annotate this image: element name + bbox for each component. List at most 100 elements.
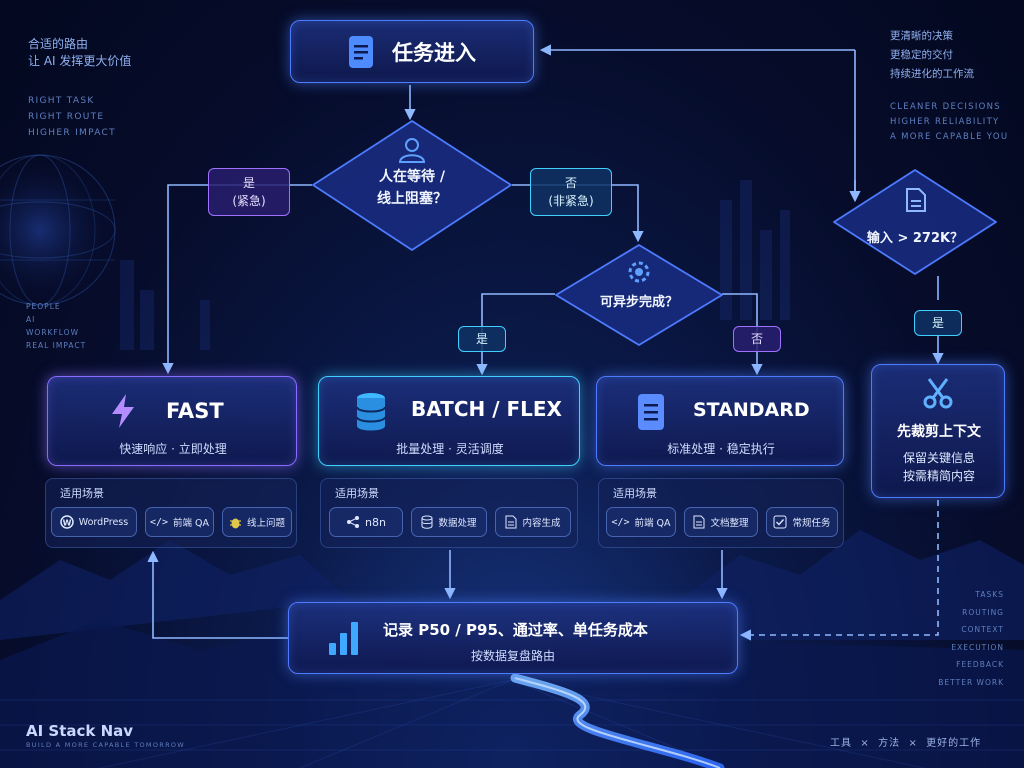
no-nonurgent-label: 否 (非紧急) [530, 168, 612, 216]
right-word: TASKS [975, 590, 1004, 599]
batch-scenes-label: 适用场景 [335, 487, 379, 500]
fast-title: FAST [166, 399, 224, 423]
chip-label: 文档整理 [710, 518, 749, 529]
batch-flex-subtitle: 批量处理 · 灵活调度 [396, 442, 504, 456]
right-words: TASKS ROUTING CONTEXT EXECUTION FEEDBACK… [900, 586, 1004, 691]
wordpress-icon: W [60, 515, 74, 529]
batch-flex-node: BATCH / FLEX 批量处理 · 灵活调度 [318, 376, 580, 466]
corner-tr-en-line: A MORE CAPABLE YOU [890, 132, 1009, 142]
brand-tagline: BUILD A MORE CAPABLE TOMORROW [26, 741, 186, 749]
decision-waiting-text: 人在等待 / 线上阻塞？ [330, 166, 494, 210]
file-small-icon [693, 515, 705, 529]
chip-routine-task: 常规任务 [766, 507, 838, 537]
left-word: AI [26, 315, 36, 324]
corner-tl-en-line: RIGHT TASK [28, 96, 95, 106]
record-metrics-subtitle: 按数据复盘路由 [470, 649, 555, 663]
decision-async-text: 可异步完成？ [599, 295, 678, 310]
scissors-icon [923, 378, 953, 409]
document-icon [638, 394, 664, 430]
chip-label: 常规任务 [792, 518, 831, 529]
record-metrics-node: 记录 P50 / P95、通过率、单任务成本 按数据复盘路由 [288, 602, 738, 674]
entry-title: 任务进入 [392, 40, 476, 65]
chip-label: 前端 QA [173, 518, 210, 529]
trim-context-line: 按需精简内容 [902, 469, 975, 483]
trim-context-title: 先裁剪上下文 [897, 424, 981, 440]
file-icon [906, 188, 926, 212]
chip-label: 内容生成 [522, 518, 561, 529]
chip-content-generation: 内容生成 [495, 507, 571, 537]
corner-tl-cn: 合适的路由 让 AI 发挥更大价值 [28, 36, 131, 70]
corner-tl-en-line: RIGHT ROUTE [28, 112, 105, 122]
code-icon: </> [611, 516, 630, 528]
record-metrics-title: 记录 P50 / P95、通过率、单任务成本 [383, 621, 648, 639]
corner-tr-cn-line: 持续进化的工作流 [890, 68, 974, 80]
trim-context-node: 先裁剪上下文 保留关键信息 按需精简内容 [871, 364, 1005, 498]
right-word: BETTER WORK [938, 677, 1004, 687]
chip-frontend-qa: </> 前端 QA [606, 507, 676, 537]
left-word: REAL IMPACT [26, 341, 87, 350]
corner-tl-en: RIGHT TASK RIGHT ROUTE HIGHER IMPACT [28, 93, 116, 141]
decision-input-size-diamond [833, 169, 997, 275]
yes-input-size-label: 是 [914, 310, 962, 336]
right-word: EXECUTION [951, 642, 1004, 652]
corner-tl-cn-line: 合适的路由 [28, 37, 89, 51]
standard-scenes-label: 适用场景 [613, 487, 657, 500]
corner-tr-cn-line: 更清晰的决策 [890, 30, 953, 42]
corner-tr-en: CLEANER DECISIONS HIGHER RELIABILITY A M… [890, 100, 1008, 145]
chip-online-issue: 线上问题 [222, 507, 292, 537]
corner-tl-cn-line: 让 AI 发挥更大价值 [28, 54, 132, 68]
chip-n8n: n8n [329, 507, 403, 537]
entry-node: 任务进入 [290, 20, 534, 83]
decision-input-size-text: 输入 > 272K？ [866, 231, 964, 246]
trim-context-desc: 保留关键信息 按需精简内容 [872, 449, 1006, 485]
bar-chart-icon [329, 622, 358, 655]
brand-name: AI Stack Nav [26, 722, 134, 740]
svg-text:W: W [62, 519, 71, 528]
chip-frontend-qa: </> 前端 QA [145, 507, 214, 537]
chip-wordpress: W WordPress [51, 507, 137, 537]
nonurgent-label: (非紧急) [548, 194, 594, 208]
corner-tl-en-line: HIGHER IMPACT [28, 128, 116, 138]
corner-tr-en-line: HIGHER RELIABILITY [890, 117, 1000, 127]
lightning-icon [112, 394, 134, 428]
trim-context-line: 保留关键信息 [902, 451, 975, 465]
right-word: ROUTING [962, 607, 1004, 617]
corner-tr-cn: 更清晰的决策 更稳定的交付 持续进化的工作流 [890, 27, 974, 84]
decision-waiting-diamond [312, 120, 512, 251]
decision-async-diamond [555, 244, 723, 346]
fast-node: FAST 快速响应 · 立即处理 [47, 376, 297, 466]
corner-tr-cn-line: 更稳定的交付 [890, 49, 953, 61]
chip-label: 线上问题 [246, 518, 285, 529]
file-small-icon [505, 515, 517, 529]
database-icon [356, 393, 386, 431]
right-word: FEEDBACK [956, 660, 1004, 669]
left-words: PEOPLE AI WORKFLOW REAL IMPACT [26, 300, 86, 352]
fast-subtitle: 快速响应 · 立即处理 [119, 442, 227, 456]
yes-async-label: 是 [458, 326, 506, 352]
checkbox-icon [773, 515, 787, 529]
chip-doc-organize: 文档整理 [684, 507, 758, 537]
left-word: WORKFLOW [26, 328, 79, 337]
gear-icon [628, 261, 650, 283]
share-nodes-icon [347, 516, 360, 528]
chip-label: n8n [365, 515, 386, 529]
standard-title: STANDARD [693, 399, 810, 421]
database-small-icon [421, 515, 433, 529]
footer-right: 工具 × 方法 × 更好的工作 [830, 738, 982, 749]
decision-waiting-line: 人在等待 / [379, 169, 445, 185]
yes-label: 是 [242, 176, 255, 190]
standard-subtitle: 标准处理 · 稳定执行 [667, 442, 775, 456]
urgent-label: (紧急) [232, 194, 266, 208]
chip-label: 前端 QA [634, 518, 671, 529]
corner-tr-en-line: CLEANER DECISIONS [890, 102, 1001, 112]
chip-label: 数据处理 [438, 518, 477, 529]
user-icon [398, 138, 426, 163]
right-word: CONTEXT [961, 625, 1004, 634]
chip-label: WordPress [78, 516, 129, 528]
brand: AI Stack Nav BUILD A MORE CAPABLE TOMORR… [26, 722, 185, 749]
no-label: 否 [564, 176, 577, 190]
bug-icon [229, 518, 241, 528]
left-word: PEOPLE [26, 302, 61, 311]
fast-scenes-label: 适用场景 [60, 487, 104, 500]
document-icon [349, 35, 373, 68]
